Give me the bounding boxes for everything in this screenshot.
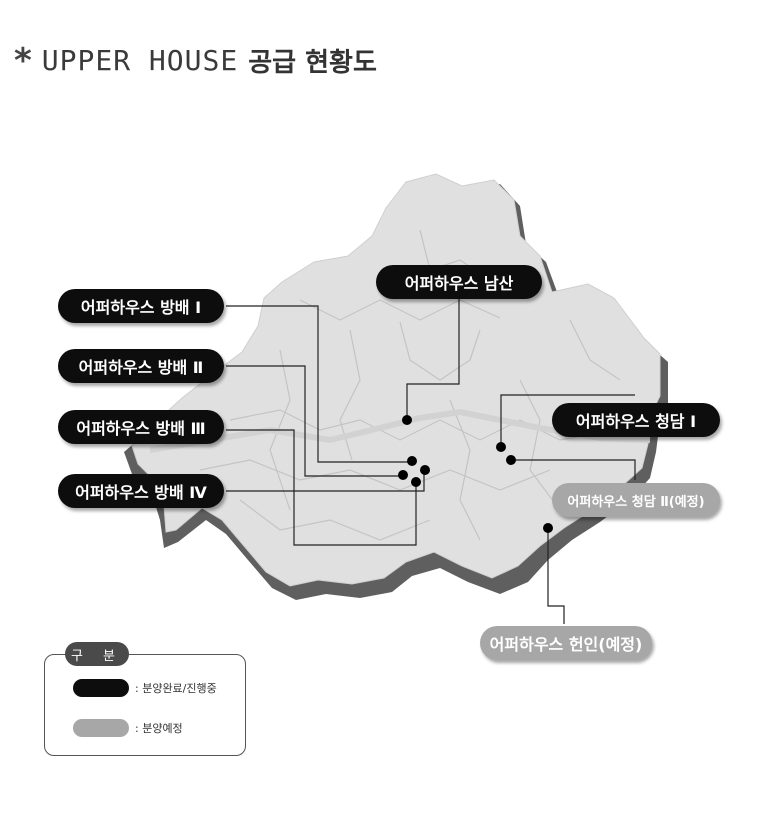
label-bangbae-4[interactable]: 어퍼하우스 방배 Ⅳ xyxy=(58,474,224,508)
brand-name: UPPER HOUSE xyxy=(41,44,239,77)
legend-title: 구 분 xyxy=(65,642,129,666)
district-lines xyxy=(199,229,621,541)
marker-bangbae4 xyxy=(420,465,430,475)
legend-label-done: : 분양완료/진행중 xyxy=(135,682,217,695)
label-bangbae-2[interactable]: 어퍼하우스 방배 Ⅱ xyxy=(58,349,224,383)
legend-box: 구 분 : 분양완료/진행중 : 분양예정 xyxy=(44,642,246,756)
label-bangbae-1[interactable]: 어퍼하우스 방배 Ⅰ xyxy=(58,289,224,323)
marker-cheongdam2 xyxy=(506,455,516,465)
legend-swatch-done xyxy=(73,679,129,697)
marker-bangbae3 xyxy=(411,477,421,487)
label-cheongdam-1[interactable]: 어퍼하우스 청담 Ⅰ xyxy=(552,403,720,437)
legend-label-planned: : 분양예정 xyxy=(135,722,183,735)
title-subtitle: 공급 현황도 xyxy=(248,48,377,78)
marker-heonin xyxy=(543,523,553,533)
page-title: * UPPER HOUSE 공급 현황도 xyxy=(14,42,377,79)
leader-lines xyxy=(226,298,636,624)
label-cheongdam-2[interactable]: 어퍼하우스 청담 Ⅱ(예정) xyxy=(552,483,720,517)
legend-swatch-planned xyxy=(73,719,129,737)
label-namsan[interactable]: 어퍼하우스 남산 xyxy=(376,265,542,299)
marker-cheongdam1 xyxy=(496,442,506,452)
label-heonin[interactable]: 어퍼하우스 헌인(예정) xyxy=(480,626,652,660)
legend-item-planned: : 분양예정 xyxy=(73,719,183,737)
marker-bangbae1 xyxy=(407,456,417,466)
marker-bangbae2 xyxy=(398,470,408,480)
asterisk-mark: * xyxy=(14,40,32,81)
legend-item-done: : 분양완료/진행중 xyxy=(73,679,217,697)
label-bangbae-3[interactable]: 어퍼하우스 방배 Ⅲ xyxy=(58,410,224,444)
location-markers xyxy=(398,415,553,533)
marker-namsan xyxy=(402,415,412,425)
